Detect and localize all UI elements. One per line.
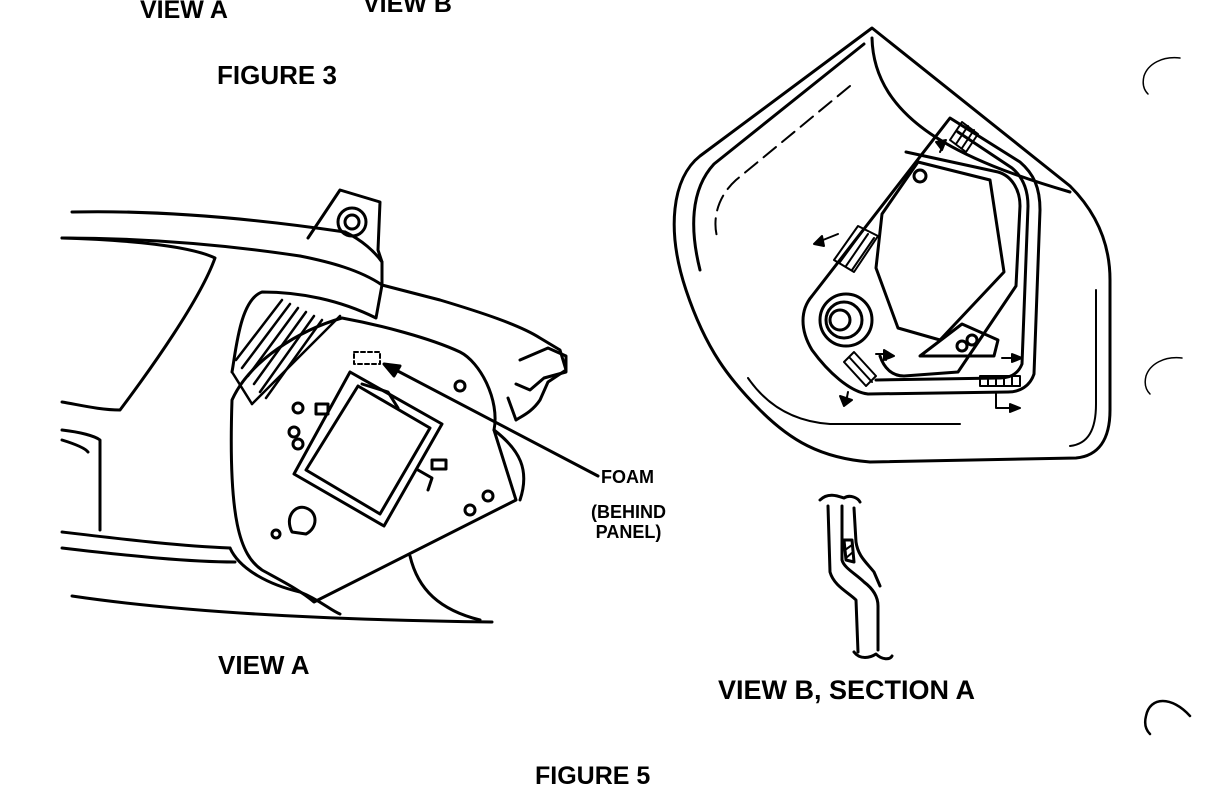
module-tab-3 <box>416 468 434 492</box>
lower-trim-4 <box>60 546 237 564</box>
section-bottom-hook <box>852 650 894 661</box>
view-b-drawing <box>672 26 1112 464</box>
panel-hole-6 <box>481 489 495 503</box>
mounting-ear <box>306 188 384 264</box>
binder-hole-3 <box>1143 699 1192 736</box>
panel-slot <box>314 402 330 416</box>
panel-hole-4 <box>453 379 467 393</box>
binder-hole-marks <box>1142 56 1192 736</box>
side-bracket-curve <box>492 428 526 502</box>
panel-hole-3 <box>291 437 305 451</box>
mounting-bolt <box>336 206 368 238</box>
cluster-brow <box>230 254 384 374</box>
foam-leader-arrowhead <box>382 362 402 378</box>
dash-bottom-contour <box>70 594 494 624</box>
housing-outer <box>672 26 1112 464</box>
panel-hole-2 <box>287 425 301 439</box>
foam-leader-line <box>390 366 600 478</box>
section-right-wall <box>840 504 880 652</box>
module-diamond <box>874 160 1006 342</box>
binder-hole-2 <box>1144 356 1183 395</box>
mounting-bolt-inner <box>343 213 361 231</box>
module-outer <box>292 370 444 528</box>
cluster-window <box>60 236 217 412</box>
module-inner <box>304 384 432 516</box>
section-foam <box>842 538 856 564</box>
module-hole-3 <box>965 333 979 347</box>
boss-middle <box>824 300 864 340</box>
binder-hole-1 <box>1142 56 1181 95</box>
top-view-b-label: VIEW B <box>363 0 452 18</box>
figure-3-caption: FIGURE 3 <box>217 60 337 90</box>
dash-lower-curve <box>408 554 482 622</box>
module-diamond-frame <box>878 150 1022 378</box>
foam-pad-1 <box>833 225 879 273</box>
lower-trim-2 <box>60 438 90 454</box>
vent-louvers <box>230 298 342 406</box>
section-a-drawing <box>818 493 894 661</box>
view-a-caption: VIEW A <box>218 650 310 680</box>
module-inner-step <box>918 322 1000 358</box>
panel-hole-5 <box>463 503 477 517</box>
module-tab-1 <box>360 382 400 410</box>
section-left-wall <box>826 504 860 654</box>
foam-pad-2 <box>949 121 979 153</box>
lower-trim-3 <box>60 530 232 550</box>
boss-inner <box>828 308 852 332</box>
section-top-hook <box>818 493 862 504</box>
direction-arrows <box>813 139 1023 413</box>
section-inner-wall <box>852 506 882 588</box>
dash-top-contour <box>70 210 347 234</box>
housing-rim-bottom <box>747 377 961 425</box>
housing-rim-left <box>692 42 866 272</box>
housing-rim-right <box>1069 289 1097 447</box>
view-a-drawing <box>60 188 600 624</box>
section-foam-hatch-1 <box>844 544 853 551</box>
module-hole-2 <box>955 339 969 353</box>
foam-callout: FOAM <box>601 467 654 487</box>
boss-outer <box>818 292 874 348</box>
cluster-brow-edge <box>343 230 384 287</box>
top-view-a-label: VIEW A <box>140 0 228 24</box>
behind-panel-line1: (BEHIND <box>591 502 666 522</box>
behind-panel-callout: (BEHIND PANEL) <box>591 502 666 542</box>
foam-pad-4 <box>979 375 1021 387</box>
foam-block <box>353 351 381 365</box>
panel-hole-7 <box>270 528 282 540</box>
lower-trim-1 <box>60 428 102 532</box>
panel-hole-1 <box>291 401 305 415</box>
view-b-section-a-caption: VIEW B, SECTION A <box>718 675 976 705</box>
foam-pad-3 <box>843 351 877 387</box>
keyhole-slot <box>287 505 317 536</box>
mounting-plate-inner <box>874 130 1030 382</box>
housing-rim <box>870 36 1072 194</box>
back-panel <box>229 316 518 604</box>
dash-mid-contour <box>228 546 342 616</box>
side-bracket-clip <box>514 346 568 392</box>
housing-rim-dash <box>714 85 851 241</box>
section-foam-hatch-2 <box>845 551 854 559</box>
behind-panel-line2: PANEL) <box>595 522 662 542</box>
module-tab-2 <box>430 458 448 471</box>
side-bracket <box>380 283 568 422</box>
figure-5-caption: FIGURE 5 <box>535 762 651 790</box>
mounting-plate <box>801 116 1042 396</box>
module-hole <box>912 168 928 184</box>
